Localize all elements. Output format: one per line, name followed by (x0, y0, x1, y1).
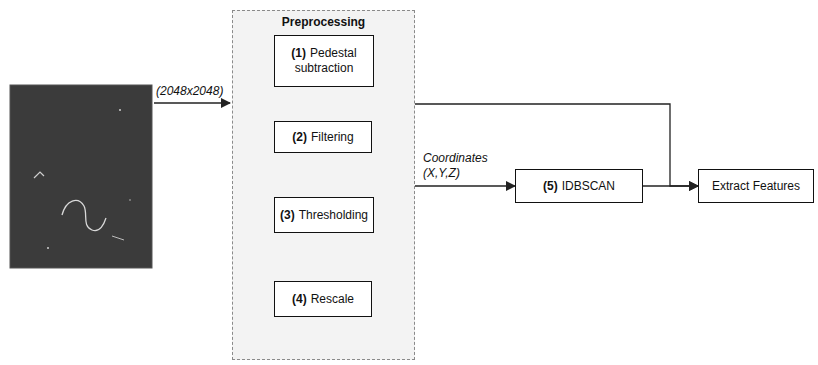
box-label: Extract Features (712, 179, 800, 193)
step-number: (2) (292, 130, 307, 144)
edge-label: Coordinates (X,Y,Z) (423, 151, 511, 181)
box-label: Rescale (311, 292, 354, 306)
flow-arrow (415, 185, 515, 186)
group-panel: Preprocessing (1)Pedestal subtraction (2) F… (232, 10, 415, 360)
process-box: Extract Features (698, 169, 814, 203)
process-box: (2) Filtering (274, 121, 372, 153)
box-label: Filtering (311, 130, 354, 144)
step-number: (4) (292, 292, 307, 306)
size-label: (2048x2048) (156, 84, 223, 98)
step-number: (5) (543, 179, 558, 193)
process-box: (3) Thresholding (274, 197, 374, 233)
step-number: (3) (280, 208, 295, 222)
detector-image (10, 85, 152, 268)
process-box: (1)Pedestal subtraction (274, 35, 374, 87)
box-label: Thresholding (299, 208, 368, 222)
box-label: IDBSCAN (562, 179, 615, 193)
step-number: (1) (291, 46, 306, 60)
process-box: (4) Rescale (274, 281, 372, 317)
process-box: (5) IDBSCAN (515, 169, 643, 203)
group-title: Preprocessing (233, 15, 414, 29)
input-arrow (154, 102, 230, 103)
